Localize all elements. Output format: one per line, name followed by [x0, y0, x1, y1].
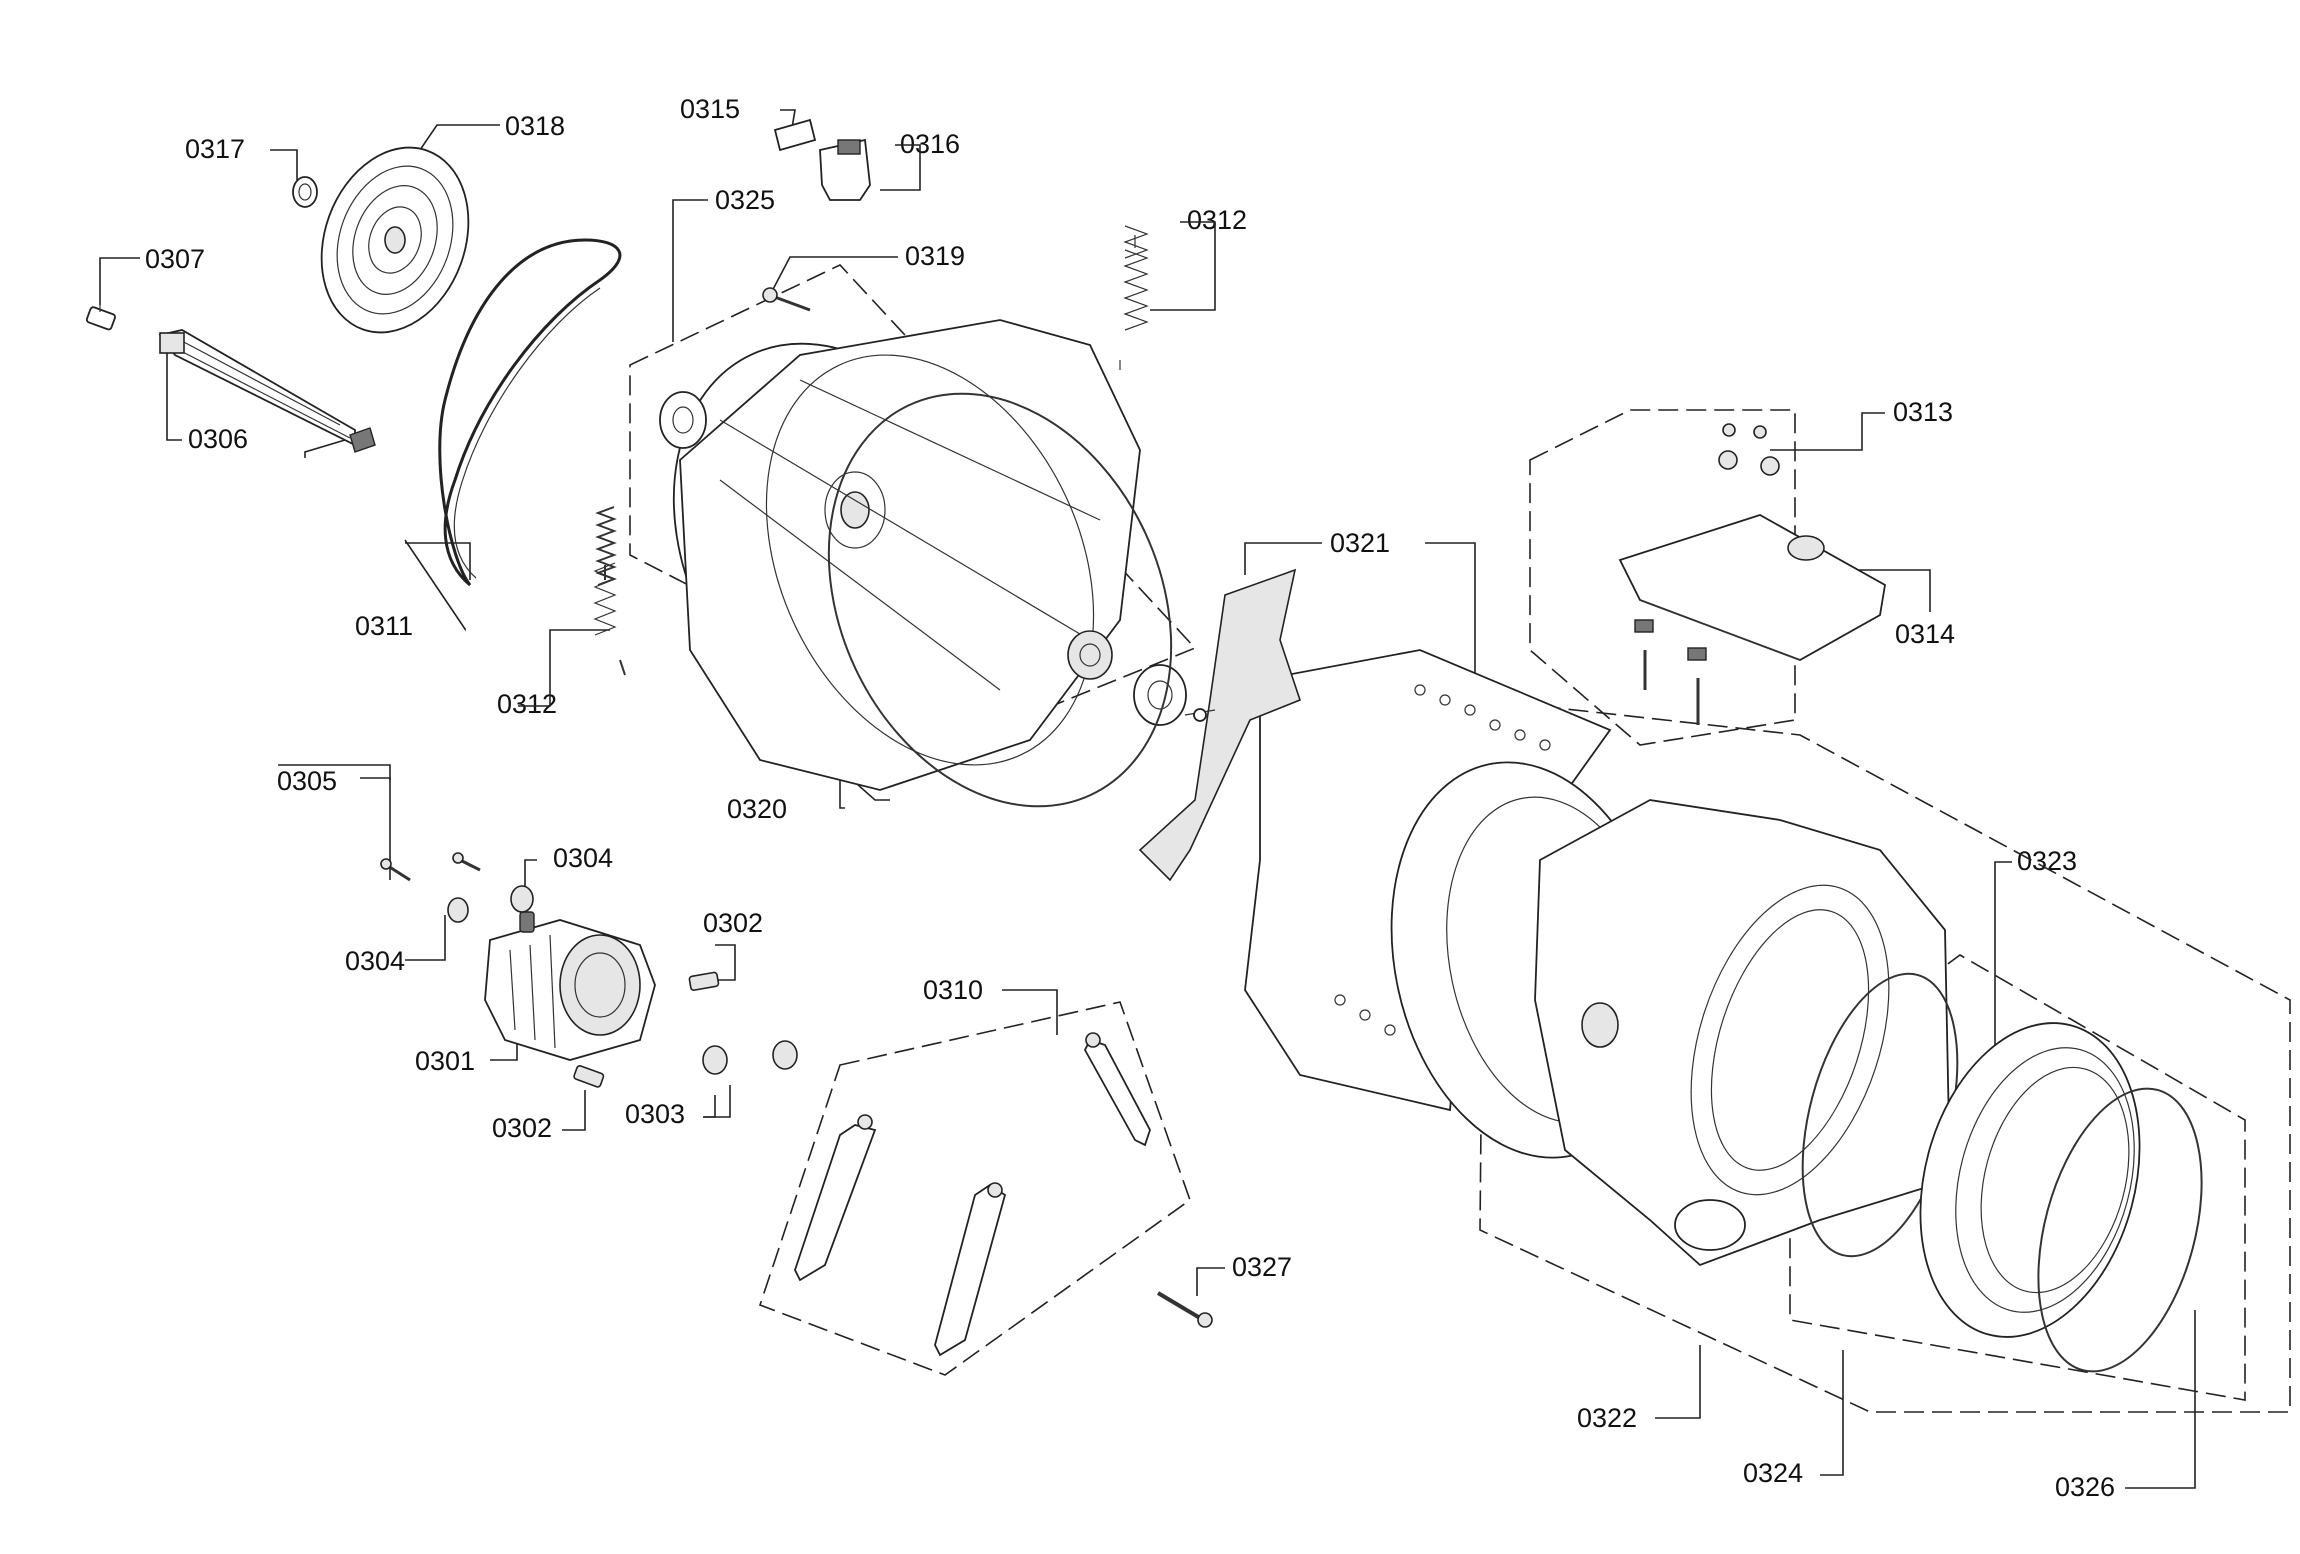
label-0301: 0301	[415, 1046, 475, 1076]
label-0306: 0306	[188, 424, 248, 454]
label-0305: 0305	[277, 766, 337, 796]
part-0314-counterweight	[1618, 514, 1886, 725]
label-0311: 0311	[355, 611, 413, 641]
part-0305-screw-1	[380, 858, 411, 882]
label-0319: 0319	[905, 241, 965, 271]
label-0321: 0321	[1330, 528, 1390, 558]
part-0311-drive-belt	[438, 238, 622, 587]
part-0325-bearing-seal-left	[659, 391, 707, 449]
part-0304-motor-mount-top	[510, 885, 534, 913]
label-0326: 0326	[2055, 1472, 2115, 1502]
label-0323: 0323	[2017, 846, 2077, 876]
part-0312-spring-right	[1119, 225, 1149, 370]
label-0303: 0303	[625, 1099, 685, 1129]
part-0318-pulley	[320, 146, 470, 334]
part-0305-screw-2	[452, 852, 481, 872]
label-0313: 0313	[1893, 397, 1953, 427]
group-outline-0310	[758, 1001, 1191, 1376]
label-0322: 0322	[1577, 1403, 1637, 1433]
label-0325: 0325	[715, 185, 775, 215]
part-0321-drum-spider	[1138, 568, 1301, 882]
label-0314: 0314	[1895, 619, 1955, 649]
part-0302-carbon-brush-right	[688, 971, 720, 991]
label-0327: 0327	[1232, 1252, 1292, 1282]
label-0310: 0310	[923, 975, 983, 1005]
part-0316-level-sensor	[819, 138, 871, 201]
part-0310-shock-absorber-2	[934, 1182, 1007, 1357]
part-0304-motor-mount-left	[447, 897, 469, 923]
part-0322-front-tub	[1534, 799, 1951, 1267]
part-0315-clip	[773, 118, 817, 152]
part-0303-bushing-1	[702, 1045, 728, 1075]
part-0330-ntc-sensor	[349, 427, 376, 453]
label-0317: 0317	[185, 134, 245, 164]
label-0312-right: 0312	[1187, 205, 1247, 235]
label-0307: 0307	[145, 244, 205, 274]
label-0318: 0318	[505, 111, 565, 141]
label-0302-right: 0302	[703, 908, 763, 938]
label-0315: 0315	[680, 94, 740, 124]
label-0320: 0320	[727, 794, 787, 824]
part-0320-rear-tub	[672, 319, 1141, 791]
label-0304-top: 0304	[553, 843, 613, 873]
part-0319-screw	[762, 287, 811, 312]
label-0324: 0324	[1743, 1458, 1803, 1488]
part-0319-tub-seal-ring	[827, 392, 1173, 808]
part-0312-spring-left	[593, 506, 626, 676]
part-0313-fastener-kit	[1718, 423, 1780, 476]
group-outline-0325	[629, 264, 1197, 736]
part-0324-door-seal-bellow	[1919, 1022, 2141, 1338]
part-0310-shock-absorber-1	[794, 1114, 877, 1282]
part-0310-shock-absorber-3	[1083, 1032, 1151, 1147]
group-outline-0322	[1479, 699, 2291, 1413]
part-0326-front-clamp-ring	[2037, 1087, 2203, 1373]
label-0302-bottom: 0302	[492, 1113, 552, 1143]
part-0327-bolt	[1156, 1291, 1213, 1328]
part-0317-bushing	[292, 176, 318, 208]
part-0301-motor	[484, 911, 656, 1061]
label-0304-left: 0304	[345, 946, 405, 976]
part-0303-bushing-2	[772, 1040, 798, 1070]
label-0316: 0316	[900, 129, 960, 159]
part-labels: 0317 0318 0307 0306 0311 0312 0315 0316 …	[145, 94, 2115, 1502]
part-0325-bearing-seal-right	[1133, 664, 1187, 726]
part-0302-carbon-brush-bottom	[573, 1065, 605, 1088]
part-0307-temperature-sensor	[85, 305, 116, 331]
label-0312-left: 0312	[497, 689, 557, 719]
